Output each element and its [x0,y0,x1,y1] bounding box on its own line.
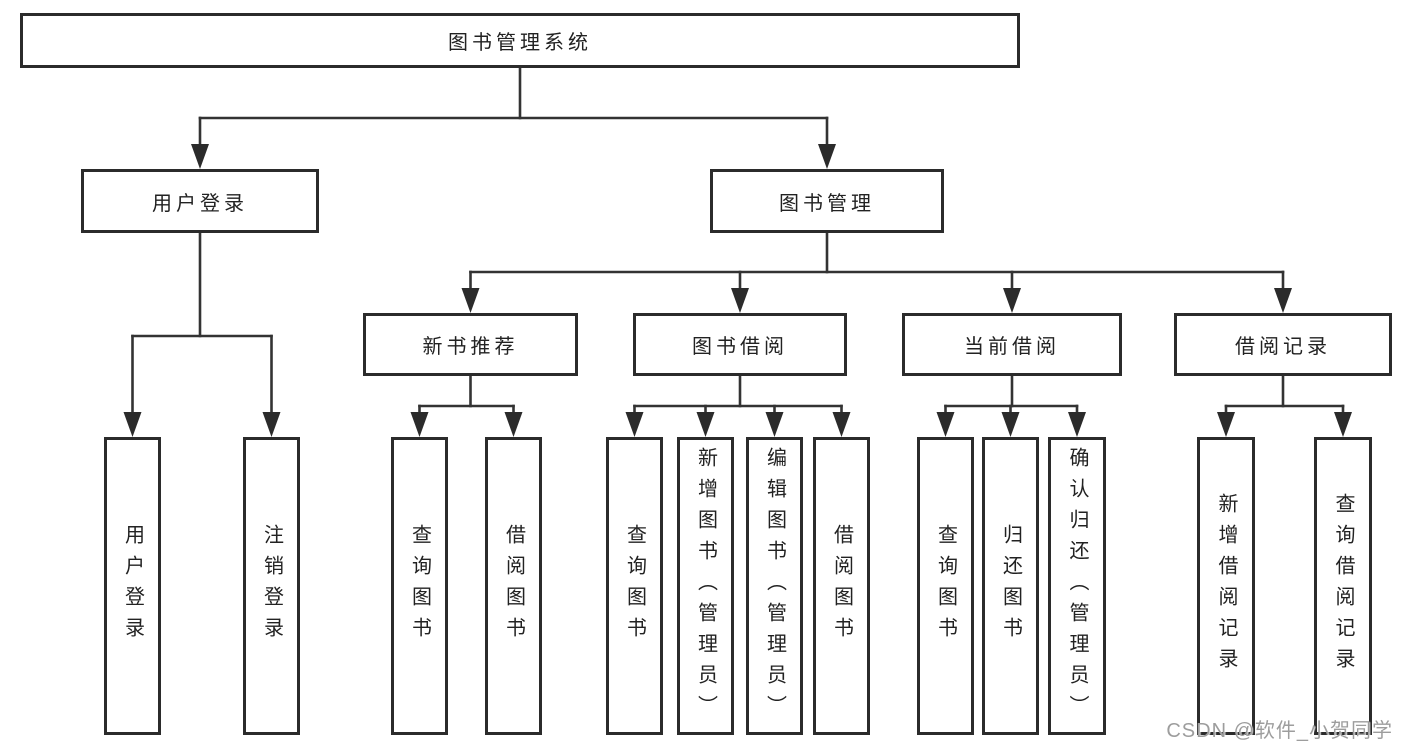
leaf-bb-edit-books-admin: 编辑图书（管理员） [746,437,803,735]
leaf-user-login: 用户登录 [104,437,161,735]
leaf-cb-query-books: 查询图书 [917,437,974,735]
node-book-management: 图书管理 [710,169,944,233]
leaf-br-add-record: 新增借阅记录 [1197,437,1255,735]
watermark: CSDN @软件_小贺同学 [1166,720,1393,742]
node-book-borrowing: 图书借阅 [633,313,847,376]
node-borrowing-records: 借阅记录 [1174,313,1392,376]
leaf-nbr-query-books: 查询图书 [391,437,448,735]
leaf-logout: 注销登录 [243,437,300,735]
node-library-management-system: 图书管理系统 [20,13,1020,68]
leaf-bb-add-books-admin: 新增图书（管理员） [677,437,734,735]
node-user-login: 用户登录 [81,169,319,233]
node-current-borrowing: 当前借阅 [902,313,1122,376]
leaf-cb-return-books: 归还图书 [982,437,1039,735]
leaf-cb-confirm-return-admin: 确认归还（管理员） [1048,437,1106,735]
leaf-bb-query-books: 查询图书 [606,437,663,735]
leaf-nbr-borrow-books: 借阅图书 [485,437,542,735]
leaf-br-query-record: 查询借阅记录 [1314,437,1372,735]
node-new-book-recommendation: 新书推荐 [363,313,578,376]
leaf-bb-borrow-books: 借阅图书 [813,437,870,735]
